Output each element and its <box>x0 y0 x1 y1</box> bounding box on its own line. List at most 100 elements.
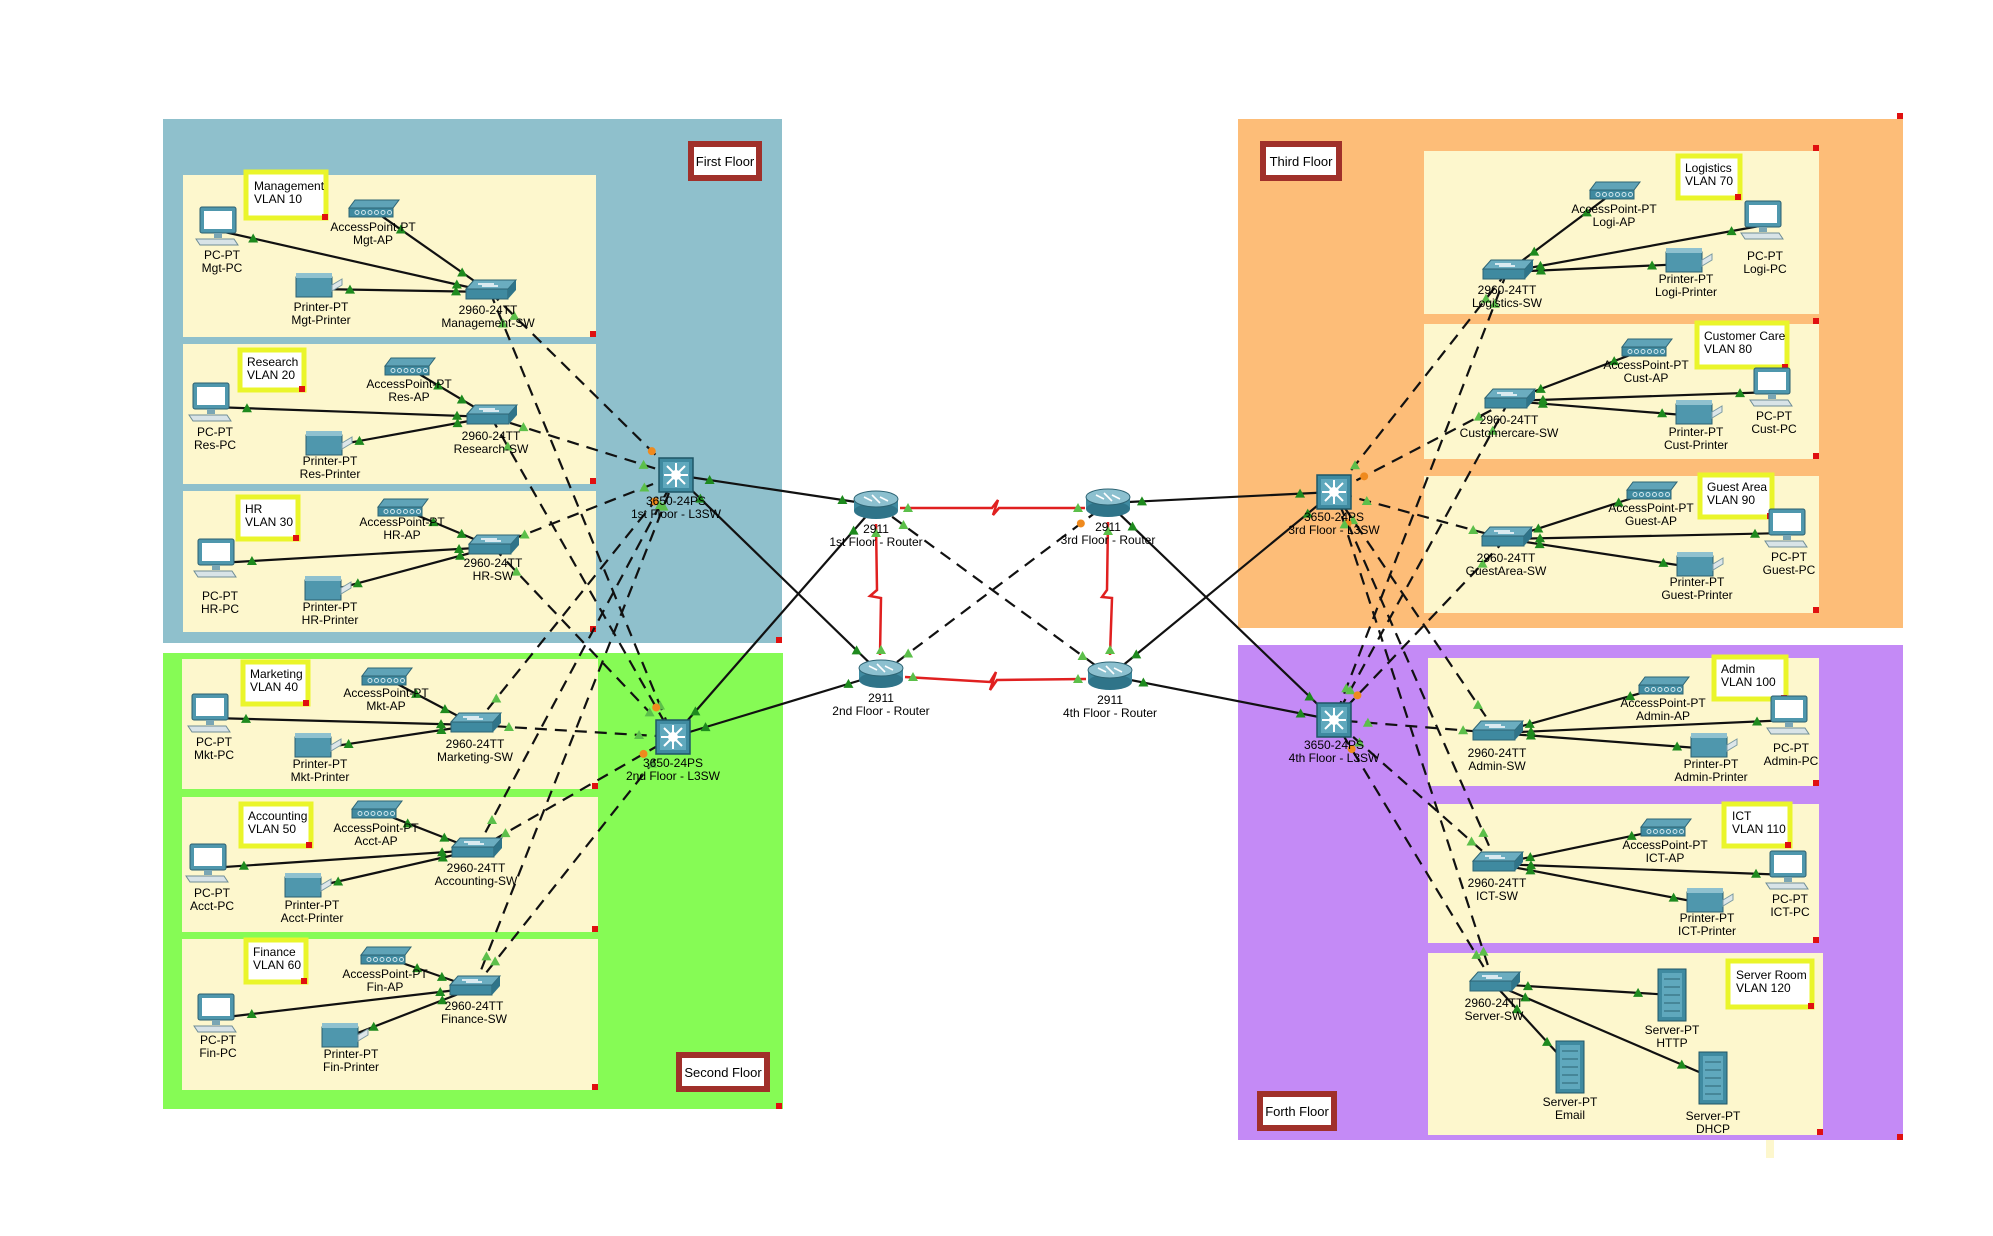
link-hr_sw-l3sw2[interactable] <box>492 546 674 738</box>
link-l3sw4-r3[interactable] <box>1107 502 1335 721</box>
server-icon[interactable] <box>1698 1051 1728 1105</box>
router-icon[interactable] <box>1087 661 1133 690</box>
router-icon[interactable] <box>858 659 904 688</box>
vlan-note-research[interactable]: Research VLAN 20 <box>237 347 307 393</box>
link-srv_dhcp-srv_sw[interactable] <box>1493 982 1714 1080</box>
link-acct_pr-acct_sw[interactable] <box>304 848 477 891</box>
link-admin_pc-admin_sw[interactable] <box>1496 718 1792 735</box>
switch-icon[interactable] <box>1480 526 1534 547</box>
router-icon[interactable] <box>853 490 899 519</box>
link-mgt_sw-l3sw1[interactable] <box>489 291 677 476</box>
serial-link-r1-r2[interactable] <box>867 523 883 656</box>
link-l3sw1-r2[interactable] <box>675 474 882 675</box>
ap-icon[interactable] <box>1640 818 1692 837</box>
l3sw-icon[interactable] <box>1316 702 1352 738</box>
link-l3sw4-r4[interactable] <box>1109 674 1335 722</box>
pc-icon[interactable] <box>185 843 229 883</box>
printer-icon[interactable] <box>284 873 332 898</box>
link-r2-r3[interactable] <box>880 502 1109 675</box>
server-icon[interactable] <box>1555 1040 1585 1094</box>
link-res_pr-res_sw[interactable] <box>325 415 492 449</box>
vlan-note-server-room[interactable]: Server Room VLAN 120 <box>1725 958 1815 1010</box>
second-floor-label[interactable]: Second Floor <box>676 1052 770 1092</box>
ap-icon[interactable] <box>348 199 400 218</box>
ap-icon[interactable] <box>1626 481 1678 500</box>
link-l3sw3-r4[interactable] <box>1109 491 1335 677</box>
switch-icon[interactable] <box>465 404 519 425</box>
switch-icon[interactable] <box>467 534 521 555</box>
printer-icon[interactable] <box>1686 888 1734 913</box>
printer-icon[interactable] <box>1675 400 1723 425</box>
link-mgt_ap-mgt_sw[interactable] <box>372 209 491 293</box>
ap-icon[interactable] <box>1638 676 1690 695</box>
link-ict_sw-l3sw3[interactable] <box>1332 491 1499 865</box>
link-mkt_sw-l3sw1[interactable] <box>474 474 677 726</box>
link-logi_sw-l3sw4[interactable] <box>1332 271 1509 721</box>
vlan-note-guest-area[interactable]: Guest Area VLAN 90 <box>1697 472 1775 520</box>
switch-icon[interactable] <box>1471 851 1525 872</box>
printer-icon[interactable] <box>304 576 352 601</box>
link-srv_sw-l3sw4[interactable] <box>1333 719 1495 985</box>
switch-icon[interactable] <box>1483 388 1537 409</box>
switch-icon[interactable] <box>1471 720 1525 741</box>
l3sw-icon[interactable] <box>655 719 691 755</box>
link-admin_sw-l3sw4[interactable] <box>1333 718 1498 735</box>
link-srv_sw-l3sw3[interactable] <box>1332 491 1496 985</box>
ap-icon[interactable] <box>1589 181 1641 200</box>
ap-icon[interactable] <box>361 667 413 686</box>
serial-link-r1-r3[interactable] <box>900 499 1085 516</box>
switch-icon[interactable] <box>450 837 504 858</box>
link-l3sw2-r1[interactable] <box>672 504 877 738</box>
vlan-note-accounting[interactable]: Accounting VLAN 50 <box>238 801 314 849</box>
third-floor-label[interactable]: Third Floor <box>1260 141 1342 181</box>
vlan-note-ict[interactable]: ICT VLAN 110 <box>1721 801 1793 849</box>
link-mkt_pr-mkt_sw[interactable] <box>314 723 476 751</box>
printer-icon[interactable] <box>295 273 343 298</box>
printer-icon[interactable] <box>321 1023 369 1048</box>
ap-icon[interactable] <box>1621 338 1673 357</box>
printer-icon[interactable] <box>1665 248 1713 273</box>
pc-icon[interactable] <box>193 538 237 578</box>
link-srv_http-srv_sw[interactable] <box>1493 982 1673 997</box>
link-acct_pc-acct_sw[interactable] <box>209 848 477 870</box>
link-fin_pr-fin_sw[interactable] <box>341 986 475 1041</box>
link-logi_sw-l3sw3[interactable] <box>1333 271 1508 493</box>
pc-icon[interactable] <box>1765 850 1809 890</box>
link-acct_sw-l3sw1[interactable] <box>475 474 677 851</box>
link-cust_pc-cust_sw[interactable] <box>1508 390 1775 403</box>
vlan-note-logistics[interactable]: Logistics VLAN 70 <box>1675 153 1743 201</box>
vlan-note-admin[interactable]: Admin VLAN 100 <box>1711 654 1789 702</box>
serial-link-r3-r4[interactable] <box>1099 521 1114 656</box>
link-mgt_pr-mgt_sw[interactable] <box>315 287 491 294</box>
